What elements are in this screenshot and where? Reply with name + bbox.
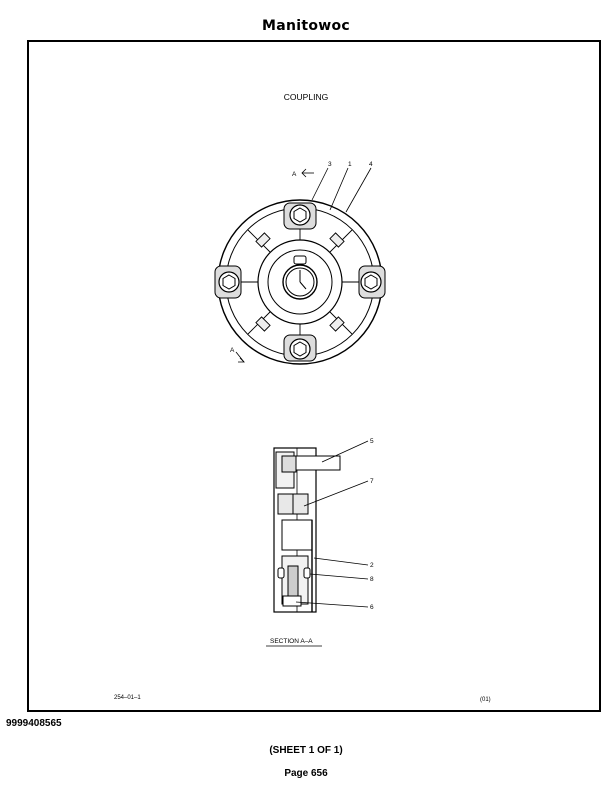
callout-8: 8 [370, 576, 374, 583]
set-screw-section [287, 565, 299, 599]
callout-4: 4 [369, 161, 373, 168]
drawing-frame [27, 40, 601, 712]
bolt-shank [293, 455, 341, 471]
set-screw [293, 255, 307, 265]
brand-header: Manitowoc [261, 18, 350, 34]
bolt-top [283, 202, 317, 230]
bolt-right [358, 265, 386, 299]
drawing-number: 254–01–1 [114, 695, 141, 701]
page-number: Page 656 [284, 768, 328, 779]
callout-1: 1 [348, 161, 352, 168]
drawing-title: COUPLING [283, 92, 329, 102]
callout-2: 2 [370, 562, 374, 569]
hub-ring [267, 249, 333, 315]
callout-3: 3 [328, 161, 332, 168]
part-number: 9999408565 [6, 718, 62, 729]
callout-6: 6 [370, 604, 374, 611]
section-label: SECTION A–A [270, 638, 313, 645]
section-marker-bottom: A [230, 347, 235, 354]
hub-bore [282, 264, 318, 300]
coupling-face-view [214, 167, 386, 365]
hub-bore-inner [285, 267, 315, 297]
callout-7: 7 [370, 478, 374, 485]
sheet-label: (SHEET 1 OF 1) [269, 745, 343, 756]
bolt-left [214, 265, 242, 299]
section-marker-top: A [292, 171, 297, 178]
callout-5: 5 [370, 438, 374, 445]
revision-label: (01) [480, 697, 491, 703]
section-view [266, 440, 369, 647]
bolt-bottom [283, 334, 317, 362]
pads [255, 232, 345, 332]
